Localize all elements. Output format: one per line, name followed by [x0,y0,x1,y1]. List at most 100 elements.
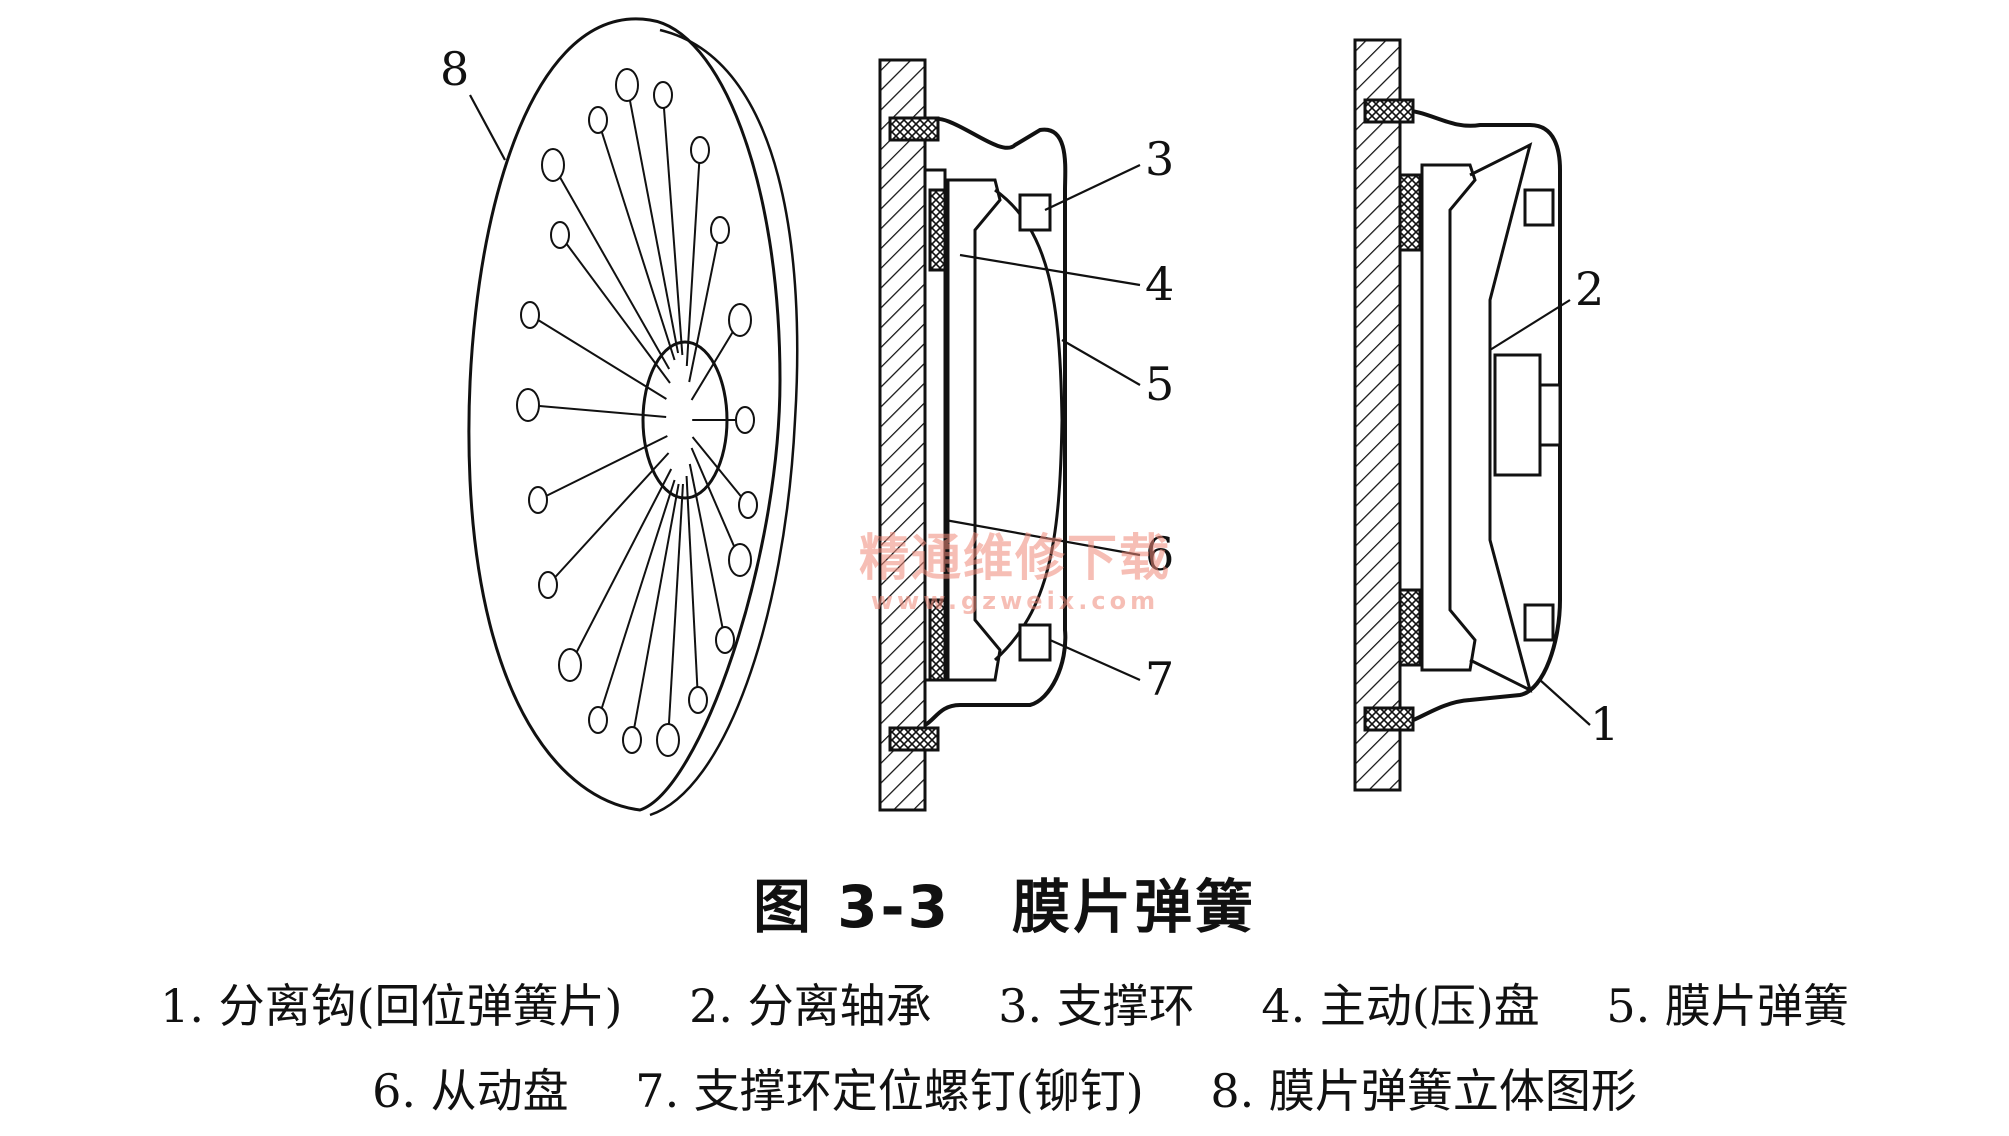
diaphragm-c [1469,142,1533,693]
spring-finger-hole [615,68,639,102]
rivet-b-bottom [1018,623,1052,662]
spring-finger-hole [588,706,608,734]
spring-finger [597,479,676,721]
spring-disc-outline [467,17,782,812]
legend-item: 3. 支撑环 [998,979,1195,1033]
callout-7: 7 [1145,652,1174,706]
spring-finger [631,483,680,741]
friction-lining-c-bottom [1398,588,1422,667]
bolt-b-bottom [888,726,940,752]
legend-item: 8. 膜片弹簧立体图形 [1210,1064,1637,1118]
callout-3: 3 [1145,132,1174,186]
spring-finger-hole [738,491,758,519]
spring-finger-hole [622,726,642,754]
spring-finger-hole [538,571,558,599]
spring-finger [688,229,721,383]
spring-finger [559,234,671,384]
legend-item: 2. 分离轴承 [689,979,932,1033]
spring-finger-hole [520,301,540,329]
friction-lining-b-bottom [928,598,947,682]
leader-1 [1539,679,1591,726]
spring-finger-hole [558,648,582,682]
leader-4 [959,253,1141,287]
spring-finger [552,164,671,370]
legend-item: 1. 分离钩(回位弹簧片) [160,979,623,1033]
spring-finger-hole [656,723,680,757]
spring-finger [597,119,676,361]
spring-finger [537,435,668,501]
diaphragm-spring-3d-view [467,17,799,817]
leader-8 [469,94,506,161]
spring-finger-hole [728,303,752,337]
spring-finger [547,452,670,586]
spring-finger [569,468,673,666]
spring-finger [529,314,667,400]
spring-disc-rim [649,28,799,817]
pressure-plate-b [946,178,1002,682]
legend-item: 7. 支撑环定位螺钉(铆钉) [635,1064,1144,1118]
rivet-b-top [1018,193,1052,232]
cover-c [1399,108,1562,727]
flywheel-section-c [1353,38,1402,792]
legend-item: 5. 膜片弹簧 [1606,979,1849,1033]
callout-2: 2 [1575,262,1604,316]
spring-finger-hole [728,543,752,577]
callout-4: 4 [1145,257,1174,311]
clutch-section-free [878,58,1068,812]
pressure-plate-c [1420,163,1477,672]
flywheel-section-b [878,58,927,812]
spring-finger-hole [690,136,710,164]
spring-finger [685,475,699,701]
friction-lining-c-top [1398,173,1422,252]
spring-finger-hole [735,406,755,434]
legend-row: 1. 分离钩(回位弹簧片) 2. 分离轴承 3. 支撑环 4. 主动(压)盘 5… [0,970,2009,1036]
diaphragm-b [993,188,1064,662]
watermark-url: www.gzweix.com [870,587,1160,615]
friction-lining-b-top [928,188,947,272]
leader-lines [469,94,1591,726]
bolt-c-bottom [1363,706,1415,732]
spring-finger [690,319,741,401]
leader-2 [1489,299,1571,351]
bolt-c-top [1363,98,1415,124]
release-bearing-inner [1538,383,1562,447]
legend-row: 6. 从动盘 7. 支撑环定位螺钉(铆钉) 8. 膜片弹簧立体图形 [0,1055,2009,1121]
spring-finger-hole [516,388,540,422]
watermark-title: 精通维修下载 [859,529,1171,587]
spring-finger [527,404,667,418]
rivet-c-bottom [1523,603,1555,642]
leader-3 [1044,164,1141,211]
leader-6 [944,518,1141,557]
callout-8: 8 [440,42,469,96]
bolt-b-top [888,116,940,142]
release-bearing [1493,353,1542,477]
spring-finger [667,483,684,741]
spring-finger-hole [588,106,608,134]
figure-caption: 图 3-3 膜片弹簧 [753,873,1256,941]
spring-finger-hole [528,486,548,514]
callout-labels: 8 3 4 5 6 7 2 1 [440,42,1619,751]
cover-b [923,116,1068,727]
clutch-section-engaged [1353,38,1562,792]
legend-item: 4. 主动(压)盘 [1261,979,1540,1033]
callout-1: 1 [1590,697,1619,751]
callout-5: 5 [1145,357,1174,411]
spring-finger-hole [550,221,570,249]
leader-7 [1049,638,1141,682]
spring-finger-hole [715,626,735,654]
spring-finger [690,447,741,561]
spring-finger-hole [541,148,565,182]
spring-finger [626,84,680,354]
spring-finger-hole [710,216,730,244]
spring-finger-hole [653,81,673,109]
watermark: 精通维修下载 www.gzweix.com [825,530,1205,616]
rivet-c-top [1523,188,1555,227]
spring-finger [685,149,701,367]
leader-5 [1061,339,1141,386]
spring-finger-hole [688,686,708,714]
legend-item: 6. 从动盘 [372,1064,569,1118]
callout-6: 6 [1145,527,1174,581]
spring-finger [691,436,749,506]
spring-fingers [516,68,758,757]
